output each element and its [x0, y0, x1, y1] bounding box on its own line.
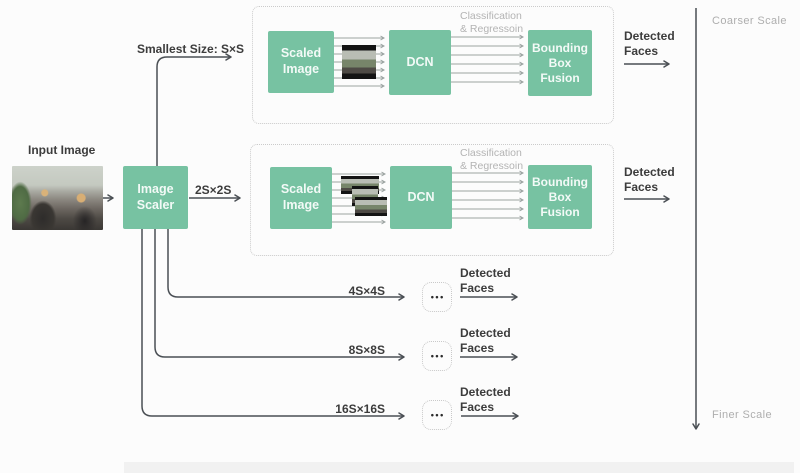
dcn-label-row2: DCN: [407, 189, 435, 204]
finer-scale-label: Finer Scale: [712, 409, 773, 421]
image-scaler-box: Image Scaler: [123, 166, 188, 229]
classification-regression-label-row2: Classification & Regressoin: [460, 147, 524, 172]
ellipsis-box-8s: •••: [422, 341, 452, 371]
dcn-box-row1: DCN: [389, 30, 451, 95]
dcn-label-row1: DCN: [406, 54, 434, 69]
scaled-image-box-row2: Scaled Image: [270, 167, 332, 229]
bottom-strip: [124, 462, 794, 473]
input-image-label: Input Image: [28, 143, 96, 157]
pipeline-box-row2: [250, 144, 614, 256]
detected-faces-label-8s: Detected Faces: [460, 326, 511, 355]
branch-label-8s: 8S×8S: [348, 343, 385, 357]
detected-faces-label-4s: Detected Faces: [460, 266, 511, 295]
detected-faces-label-16s: Detected Faces: [460, 385, 511, 414]
branch-label-smallest: Smallest Size: S×S: [137, 42, 245, 56]
pipeline-box-row1: [252, 6, 614, 124]
input-image-photo: [12, 166, 103, 230]
detected-faces-label-row1: Detected Faces: [624, 29, 675, 58]
scaled-image-label-row1: Scaled Image: [280, 46, 322, 76]
ellipsis-box-16s: •••: [422, 400, 452, 430]
scaled-image-thumbnail-row1: [342, 45, 376, 79]
ellipsis-box-4s: •••: [422, 282, 452, 312]
branch-label-16s: 16S×16S: [335, 402, 385, 416]
scaled-image-label-row2: Scaled Image: [280, 182, 322, 212]
fusion-label-row2: Bounding Box Fusion: [532, 174, 588, 219]
branch-label-4s: 4S×4S: [348, 284, 385, 298]
coarser-scale-label: Coarser Scale: [712, 15, 787, 27]
detected-faces-label-row2: Detected Faces: [624, 165, 675, 194]
scaled-image-thumbnail-row2-c: [355, 197, 387, 216]
image-scaler-label: Image Scaler: [136, 181, 175, 212]
ellipsis-dots-4s: •••: [430, 292, 445, 302]
fusion-label-row1: Bounding Box Fusion: [532, 40, 588, 85]
dcn-box-row2: DCN: [390, 166, 452, 229]
bounding-box-fusion-box-row1: Bounding Box Fusion: [528, 30, 592, 96]
ellipsis-dots-8s: •••: [430, 351, 445, 361]
ellipsis-dots-16s: •••: [430, 410, 445, 420]
scaled-image-box-row1: Scaled Image: [268, 31, 334, 93]
classification-regression-label-row1: Classification & Regressoin: [460, 10, 524, 35]
branch-label-2s: 2S×2S: [195, 183, 232, 197]
bounding-box-fusion-box-row2: Bounding Box Fusion: [528, 165, 592, 229]
